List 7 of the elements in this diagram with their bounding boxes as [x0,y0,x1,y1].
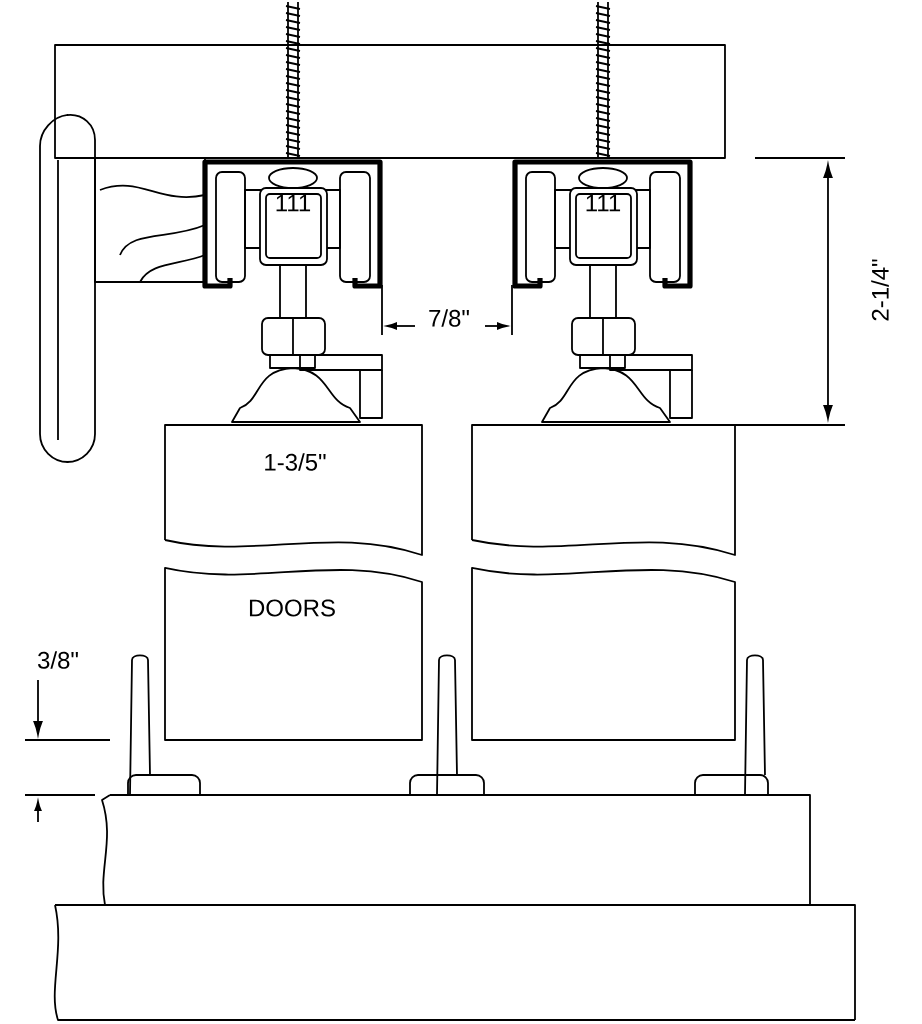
part-number: 111 [276,194,311,212]
dimension-label: 3/8" [37,651,78,669]
dimension-label: 7/8" [426,307,472,329]
dimension-label: 1-3/5" [265,453,326,471]
part-number: 111 [586,194,621,212]
part-label: DOORS [249,599,335,617]
dimension-label: 2-1/4" [871,259,889,321]
